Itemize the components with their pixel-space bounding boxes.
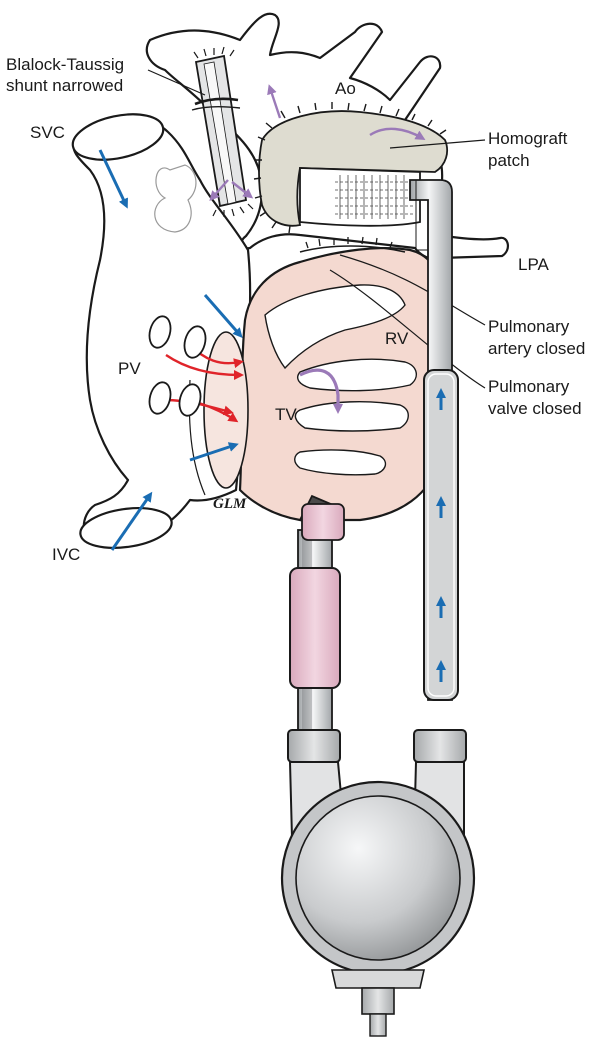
flow-arrow-ivc xyxy=(110,491,153,551)
label-bt-shunt-1: Blalock-Taussig xyxy=(6,55,124,74)
flow-arrow-shunt-2 xyxy=(231,181,254,199)
cannula-cuff xyxy=(301,503,345,541)
leader-homograft xyxy=(389,139,486,149)
pump-head xyxy=(295,795,461,961)
label-homograft-2: patch xyxy=(488,151,530,170)
background-vessel xyxy=(154,164,197,233)
drainage-cannula xyxy=(289,494,345,731)
label-pv: PV xyxy=(118,359,141,378)
flow-arrow-ra-lower xyxy=(189,442,239,462)
return-cannula xyxy=(409,179,459,701)
label-bt-shunt-2: shunt narrowed xyxy=(6,76,123,95)
left-connector xyxy=(287,729,341,763)
flow-arrow-ra-upper xyxy=(203,294,243,339)
leader-pa-closed xyxy=(339,254,486,326)
label-valve-closed-2: valve closed xyxy=(488,399,582,418)
artist-signature: GLM xyxy=(213,496,247,512)
label-ao: Ao xyxy=(335,79,356,98)
centrifugal-pump xyxy=(280,780,476,1037)
label-pa-closed-2: artery closed xyxy=(488,339,585,358)
pink-sleeve xyxy=(289,567,341,689)
homograft-patch xyxy=(253,102,448,234)
bt-shunt xyxy=(191,46,254,217)
label-valve-closed-1: Pulmonary xyxy=(488,377,570,396)
label-svc: SVC xyxy=(30,123,65,142)
label-rv: RV xyxy=(385,329,409,348)
leader-valve-closed xyxy=(329,269,486,389)
pulmonary-veins xyxy=(148,315,207,417)
label-ivc: IVC xyxy=(52,545,80,564)
return-tube-segment xyxy=(423,369,459,701)
label-tv: TV xyxy=(275,405,297,424)
right-connector xyxy=(413,729,467,763)
leader-lines xyxy=(147,69,486,389)
label-pa-closed-1: Pulmonary xyxy=(488,317,570,336)
svc-opening xyxy=(71,113,165,161)
flow-arrow-rv xyxy=(299,368,343,414)
text-labels: Blalock-Taussig shunt narrowed Ao SVC Ho… xyxy=(6,55,585,564)
flow-arrow-arch-2 xyxy=(369,127,426,141)
label-homograft-1: Homograft xyxy=(488,129,568,148)
flow-arrow-shunt-1 xyxy=(209,179,229,201)
label-lpa: LPA xyxy=(518,255,550,274)
flow-arrow-arch-1 xyxy=(267,84,282,119)
flow-arrow-pv-1 xyxy=(165,354,244,380)
pulmonary-trunk xyxy=(299,167,421,253)
purple-flow-arrows xyxy=(209,84,426,414)
flow-arrow-svc xyxy=(98,149,128,209)
leader-bt-shunt xyxy=(147,69,206,96)
pa-suture xyxy=(299,245,406,253)
pump-outlet xyxy=(361,987,395,1015)
blue-flow-arrows xyxy=(98,149,243,551)
